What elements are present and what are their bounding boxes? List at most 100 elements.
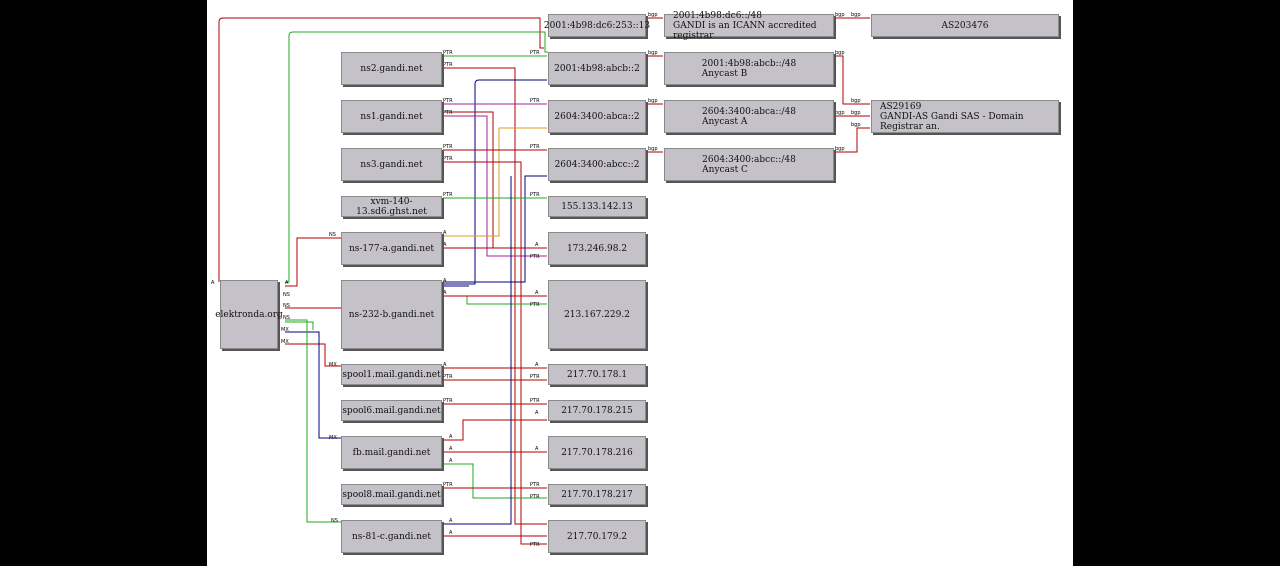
node-label: GANDI-AS Gandi SAS - Domain Registrar an… (880, 111, 1024, 132)
node-ip[interactable]: 217.70.178.216 (548, 436, 646, 469)
edge-label: PTR (443, 374, 453, 380)
edge-layer: PTR PTR PTR PTR PTR PTR PTR PTR PTR PTR … (211, 12, 870, 548)
edge-label: NS (283, 303, 290, 309)
node-ip[interactable]: 213.167.229.2 (548, 280, 646, 349)
node-label: Anycast A (702, 116, 748, 127)
edge-label: PTR (443, 482, 453, 488)
edge-root-mx1 (285, 343, 341, 367)
node-label: 2604:3400:abca::2 (554, 111, 640, 122)
node-host[interactable]: spool8.mail.gandi.net (341, 484, 442, 505)
node-ip[interactable]: 2001:4b98:dc6:253::13 (544, 14, 650, 37)
edge-label: A (443, 290, 447, 296)
node-label: spool8.mail.gandi.net (342, 489, 441, 500)
edge-label: MX (329, 435, 337, 441)
edge-label: NS (283, 292, 290, 298)
edge-label: NS (283, 315, 290, 321)
edge-label: bgp (648, 146, 658, 152)
edge-label: PTR (530, 374, 540, 380)
node-label: Anycast C (702, 164, 748, 175)
node-ip[interactable]: 2604:3400:abcc::2 (548, 148, 646, 181)
edge-label: bgp (851, 110, 861, 116)
node-ip[interactable]: 155.133.142.13 (548, 196, 646, 217)
node-label: 2001:4b98:dc6::/48 (673, 10, 762, 21)
node-label: 2604:3400:abcc::/48 (702, 154, 796, 165)
node-host[interactable]: ns-81-c.gandi.net (341, 520, 442, 553)
node-asn[interactable]: AS203476 (871, 14, 1059, 37)
edge-root-ns177 (285, 237, 341, 287)
edge-label: PTR (530, 144, 540, 150)
edge-label: A (449, 518, 453, 524)
node-host[interactable]: spool1.mail.gandi.net (341, 364, 442, 385)
node-label: 2001:4b98:abcb::2 (554, 63, 640, 74)
edge-label: PTR (443, 192, 453, 198)
edge-label: PTR (530, 254, 540, 260)
edge-label: bgp (835, 110, 845, 116)
node-ip[interactable]: 217.70.179.2 (548, 520, 646, 553)
node-ip[interactable]: 217.70.178.1 (548, 364, 646, 385)
edge-root-red (218, 17, 544, 282)
node-host[interactable]: ns-177-a.gandi.net (341, 232, 442, 265)
node-host[interactable]: ns1.gandi.net (341, 100, 442, 133)
node-ip[interactable]: 2604:3400:abca::2 (548, 100, 646, 133)
edge-label: PTR (530, 98, 540, 104)
edge-label: PTR (443, 144, 453, 150)
edge-label: MX (329, 362, 337, 368)
edge-label: A (535, 410, 539, 416)
node-host[interactable]: ns3.gandi.net (341, 148, 442, 181)
edge-label: A (443, 278, 447, 284)
edge-blue-long (443, 79, 547, 285)
node-host[interactable]: ns2.gandi.net (341, 52, 442, 85)
edge-root-ns-green (285, 321, 314, 330)
edge-label: bgp (851, 122, 861, 128)
node-ip[interactable]: 217.70.178.215 (548, 400, 646, 421)
edge-label: PTR (530, 398, 540, 404)
edge-label: A (535, 362, 539, 368)
edge-label: PTR (530, 542, 540, 548)
node-host[interactable]: spool6.mail.gandi.net (341, 400, 442, 421)
edge-label: NS (331, 518, 338, 524)
node-label: 173.246.98.2 (566, 243, 628, 254)
edge-label: A (211, 280, 215, 286)
node-label: ns-177-a.gandi.net (348, 243, 435, 254)
edge-label: PTR (443, 62, 453, 68)
edge-label: PTR (443, 50, 453, 56)
edge-label: PTR (443, 98, 453, 104)
edge-ns1-red (443, 111, 547, 249)
edge-bgp-as4 (835, 127, 870, 153)
edge-label: A (443, 242, 447, 248)
node-label: 213.167.229.2 (564, 309, 630, 320)
edge-label: MX (281, 327, 289, 333)
edge-root-green (285, 31, 548, 283)
edge-label: A (443, 362, 447, 368)
edge-label: A (449, 530, 453, 536)
node-ip[interactable]: 2001:4b98:abcb::2 (548, 52, 646, 85)
node-ip[interactable]: 173.246.98.2 (548, 232, 646, 265)
node-label: 2001:4b98:abcb::/48 (701, 58, 797, 69)
node-host[interactable]: fb.mail.gandi.net (341, 436, 442, 469)
edge-ns81-a-blue (443, 176, 512, 525)
node-label: 2604:3400:abcc::2 (554, 159, 640, 170)
node-label: 217.70.179.2 (566, 531, 628, 542)
edge-label: A (449, 458, 453, 464)
edge-root-mx2 (285, 331, 341, 439)
node-host[interactable]: ns-232-b.gandi.net (341, 280, 442, 349)
node-label: ns1.gandi.net (360, 111, 423, 122)
node-ip[interactable]: 217.70.178.217 (548, 484, 646, 505)
node-label: spool6.mail.gandi.net (342, 405, 441, 416)
edge-orange (443, 127, 547, 237)
node-label: 217.70.178.217 (561, 489, 633, 500)
edge-label: A (535, 242, 539, 248)
edge-label: MX (281, 339, 289, 345)
node-label: spool1.mail.gandi.net (342, 369, 441, 380)
node-label: 217.70.178.215 (561, 405, 633, 416)
edge-label: NS (329, 232, 336, 238)
node-host[interactable]: xvm-140-13.sd6.ghst.net (341, 196, 442, 217)
node-root[interactable]: elektronda.org (215, 280, 283, 349)
edge-bgp-as2 (835, 55, 870, 105)
node-label: ns3.gandi.net (360, 159, 423, 170)
